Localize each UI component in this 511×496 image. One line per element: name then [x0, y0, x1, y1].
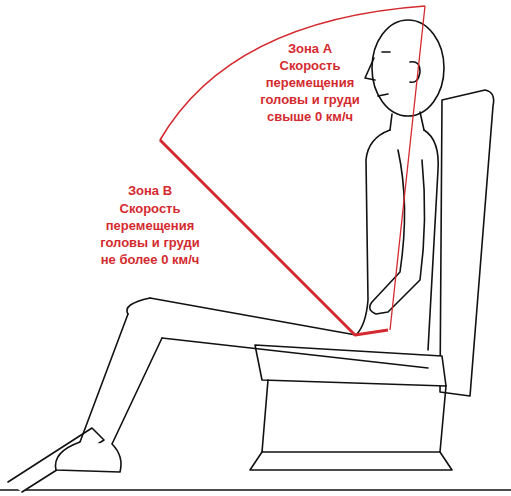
zone-description: Скорость перемещения головы и груди не б… [94, 200, 206, 268]
seat-backrest [440, 90, 494, 396]
neck [390, 112, 424, 130]
head [372, 20, 444, 116]
shin-front [80, 314, 128, 442]
arm [370, 150, 425, 314]
torso-front [356, 130, 390, 335]
thigh-bottom [162, 338, 428, 368]
zone-title: Зона А [254, 40, 366, 57]
sector-edge [390, 6, 425, 330]
nose [365, 58, 375, 80]
zone-text: Зона АСкорость перемещения головы и груд… [254, 40, 366, 125]
sector-arc [160, 6, 425, 140]
floor-line [0, 489, 511, 491]
seat-base [262, 380, 446, 452]
shin-back [112, 338, 162, 444]
torso-back [424, 130, 438, 350]
mouth [378, 94, 388, 96]
zone-title: Зона В [94, 182, 206, 199]
seat-frame [250, 452, 452, 470]
zone-sector: Зона АСкорость перемещения головы и груд… [150, 0, 435, 345]
shoe [56, 442, 122, 472]
zone-description: Скорость перемещения головы и груди свыш… [254, 57, 366, 125]
eye [382, 51, 390, 53]
knee [127, 298, 150, 314]
